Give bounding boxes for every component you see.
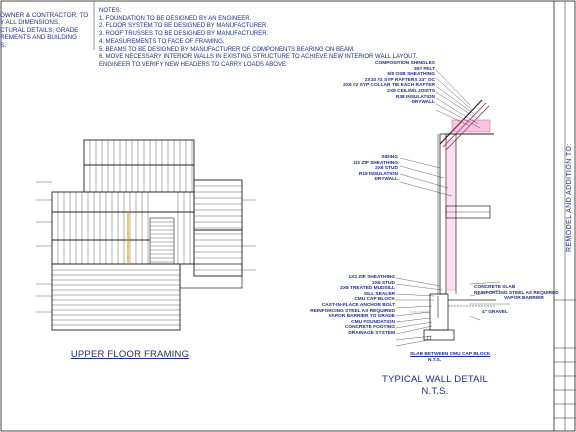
note-item: 6. MOVE NECESSARY INTERIOR WALLS IN EXIS… — [99, 54, 418, 61]
note-item: ENGINEER TO VERIFY NEW HEADERS TO CARRY … — [99, 61, 288, 68]
wall-detail-scale: N.T.S. — [421, 386, 449, 397]
wall-leaders — [395, 69, 510, 347]
note-item: 1. FOUNDATION TO BE DESIGNED BY AN ENGIN… — [99, 15, 252, 22]
note-item: 2. FLOOR SYSTEM TO BE DESIGNED BY MANUFA… — [99, 23, 269, 30]
note-item: 4. MEASUREMENTS TO FACE OF FRAMING. — [99, 38, 225, 45]
foundation-labels-right: CONCRETE SLAB REINFORCING STEEL AS REQUI… — [474, 285, 559, 315]
notes-heading: NOTES: — [99, 8, 122, 14]
title-block-vertical-title: REMODEL AND ADDITION TO: — [566, 143, 573, 252]
slab-note-scale: N.T.S. — [428, 358, 442, 363]
floor-framing-caption: UPPER FLOOR FRAMING — [70, 349, 190, 360]
slab-note: SLAB BETWEEN CMU CAP BLOCK — [410, 352, 491, 357]
note-item: 5. BEAMS TO BE DESIGNED BY MANUFACTURER … — [99, 46, 355, 53]
note-item: 3. ROOF TRUSSES TO BE DESIGNED BY MANUFA… — [99, 31, 269, 38]
owner-contractor-note: OWNER & CONTRACTOR: TO Y ALL DIMENSIONS,… — [0, 12, 89, 49]
general-notes: NOTES: 1. FOUNDATION TO BE DESIGNED BY A… — [99, 8, 444, 70]
floor-framing-plan — [36, 139, 256, 331]
wall-detail-caption: TYPICAL WALL DETAIL — [381, 374, 489, 385]
wall-section-detail — [410, 99, 496, 341]
